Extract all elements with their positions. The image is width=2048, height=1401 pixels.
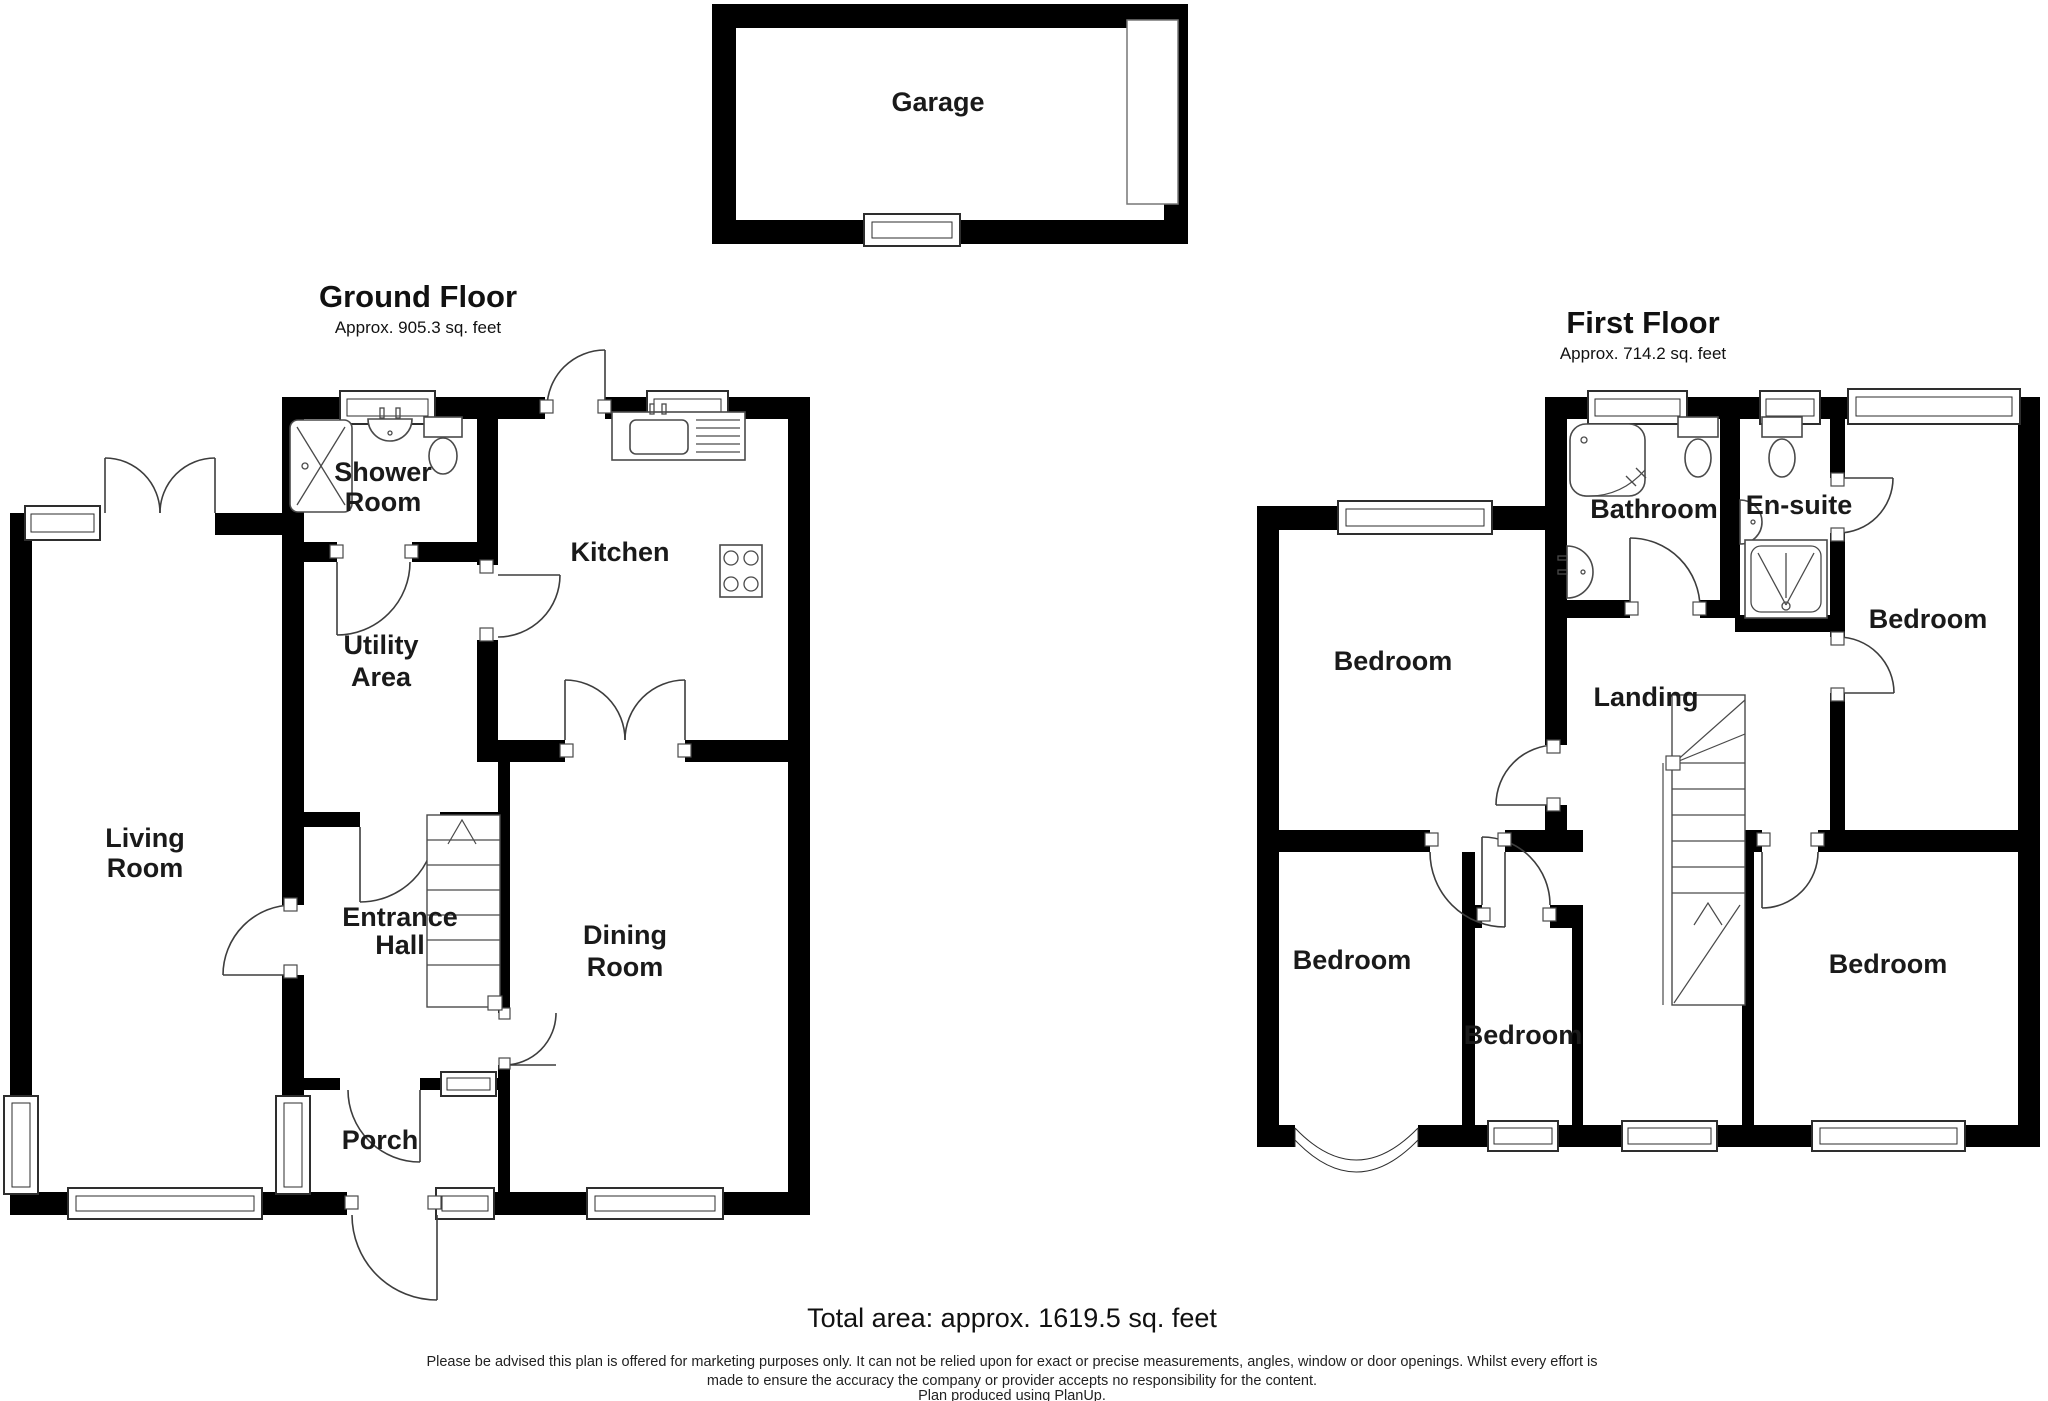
footer: Total area: approx. 1619.5 sq. feet Plea…: [426, 1303, 1597, 1401]
room-label-dining-line1: Dining: [583, 920, 667, 950]
room-label-ensuite: En-suite: [1746, 490, 1853, 520]
window-porch-top: [440, 1071, 497, 1097]
room-label-bathroom: Bathroom: [1590, 494, 1718, 524]
door-ensuite: [1837, 477, 1894, 534]
door-bedroom-bottom-right: [1761, 851, 1819, 909]
room-label-shower-line2: Room: [345, 487, 422, 517]
door-bedroom-top-right: [1837, 636, 1895, 694]
toilet-shower-room: [423, 416, 463, 475]
total-area-text: Total area: approx. 1619.5 sq. feet: [807, 1303, 1217, 1333]
first-floor-plan: Bathroom En-suite Bedroom Bedroom Landin…: [1257, 388, 2040, 1173]
window-bedroom-top-right: [1847, 388, 2021, 425]
window-bedroom-top-left: [1337, 500, 1493, 535]
window-ensuite-top: [1759, 390, 1821, 425]
ground-floor-subtitle: Approx. 905.3 sq. feet: [335, 318, 502, 337]
ground-floor-labels: Shower Room Kitchen Utility Area Living …: [105, 457, 669, 1155]
window-living-bottom: [67, 1187, 263, 1220]
door-hall-porch: [347, 1089, 421, 1163]
garage-walls: [712, 4, 1188, 244]
window-stairwell-bottom: [1621, 1120, 1718, 1152]
ground-floor-walls: [10, 397, 810, 1215]
window-living-top: [24, 505, 101, 541]
door-bathroom: [1629, 537, 1701, 609]
stairs-ground: [426, 814, 503, 1011]
ground-floor-doors: [104, 349, 686, 1301]
garage-plan: Garage: [712, 4, 1188, 247]
door-utility-hall: [359, 826, 436, 903]
door-bedroom-bottom-middle: [1481, 836, 1551, 906]
room-label-bedroom-bottom-right: Bedroom: [1829, 949, 1948, 979]
room-label-shower-line1: Shower: [334, 457, 432, 487]
window-living-left: [3, 1095, 39, 1195]
shower-ensuite: [1744, 539, 1828, 619]
kitchen-sink-unit: [611, 403, 746, 461]
room-label-bedroom-top-left: Bedroom: [1334, 646, 1453, 676]
room-label-landing: Landing: [1594, 682, 1699, 712]
french-doors-living: [104, 457, 216, 514]
first-floor-title: First Floor: [1566, 305, 1719, 340]
first-floor-door-pivots: [1424, 472, 1845, 922]
door-porch-front: [351, 1214, 438, 1301]
door-utility-kitchen: [497, 574, 561, 638]
toilet-ensuite: [1761, 416, 1803, 478]
garage-door-panel: [1126, 19, 1179, 205]
window-bedroom-bottom-right: [1811, 1120, 1966, 1152]
ground-floor-plan: Shower Room Kitchen Utility Area Living …: [3, 349, 810, 1301]
window-bathroom-top: [1587, 390, 1688, 425]
disclaimer-line2: made to ensure the accuracy the company …: [707, 1373, 1317, 1389]
first-floor-doors: [1429, 477, 1895, 928]
room-label-entrance-line2: Hall: [375, 930, 425, 960]
ground-floor-title: Ground Floor: [319, 279, 517, 314]
first-floor-subtitle: Approx. 714.2 sq. feet: [1560, 344, 1727, 363]
door-hall-living: [222, 904, 294, 976]
window-porch-left: [275, 1095, 311, 1195]
door-hall-dining: [503, 1012, 557, 1066]
window-bedroom-bottom-middle: [1487, 1120, 1559, 1152]
room-label-bedroom-bottom-middle: Bedroom: [1464, 1020, 1583, 1050]
room-label-living-line1: Living: [105, 823, 185, 853]
first-floor-labels: Bathroom En-suite Bedroom Bedroom Landin…: [1293, 490, 1988, 1050]
window-shower-top: [339, 390, 436, 425]
room-label-living-line2: Room: [107, 853, 184, 883]
kitchen-hob: [719, 544, 763, 598]
door-bedroom-top-left: [1495, 744, 1557, 806]
room-label-porch: Porch: [342, 1125, 419, 1155]
toilet-bathroom: [1677, 416, 1719, 478]
garage-window: [863, 213, 961, 247]
window-dining-bottom: [586, 1187, 724, 1220]
door-bedroom-bottom-left: [1429, 851, 1506, 928]
basin-shower-room: [367, 407, 413, 442]
ground-floor-windows: [3, 390, 729, 1220]
room-label-bedroom-bottom-left: Bedroom: [1293, 945, 1412, 975]
first-floor-windows: [1294, 388, 2021, 1173]
room-label-garage: Garage: [891, 87, 984, 117]
basin-bathroom: [1557, 545, 1594, 599]
door-shower-room: [336, 561, 411, 636]
room-label-dining-line2: Room: [587, 952, 664, 982]
room-label-kitchen: Kitchen: [570, 537, 669, 567]
window-porch-bottom: [435, 1187, 495, 1220]
double-doors-kitchen-dining: [564, 679, 686, 741]
room-label-utility-line1: Utility: [343, 630, 418, 660]
ground-floor-door-pivots: [283, 399, 692, 1210]
disclaimer-line3: Plan produced using PlanUp.: [918, 1388, 1106, 1401]
shower-tray: [289, 419, 353, 513]
stairs-first: [1662, 694, 1746, 1006]
room-label-bedroom-top-right: Bedroom: [1869, 604, 1988, 634]
disclaimer-line1: Please be advised this plan is offered f…: [426, 1354, 1597, 1370]
bath-tub: [1569, 423, 1647, 497]
room-label-utility-line2: Area: [351, 662, 412, 692]
door-back-kitchen: [546, 349, 606, 409]
bay-window: [1294, 1127, 1419, 1173]
room-label-entrance-line1: Entrance: [342, 902, 458, 932]
